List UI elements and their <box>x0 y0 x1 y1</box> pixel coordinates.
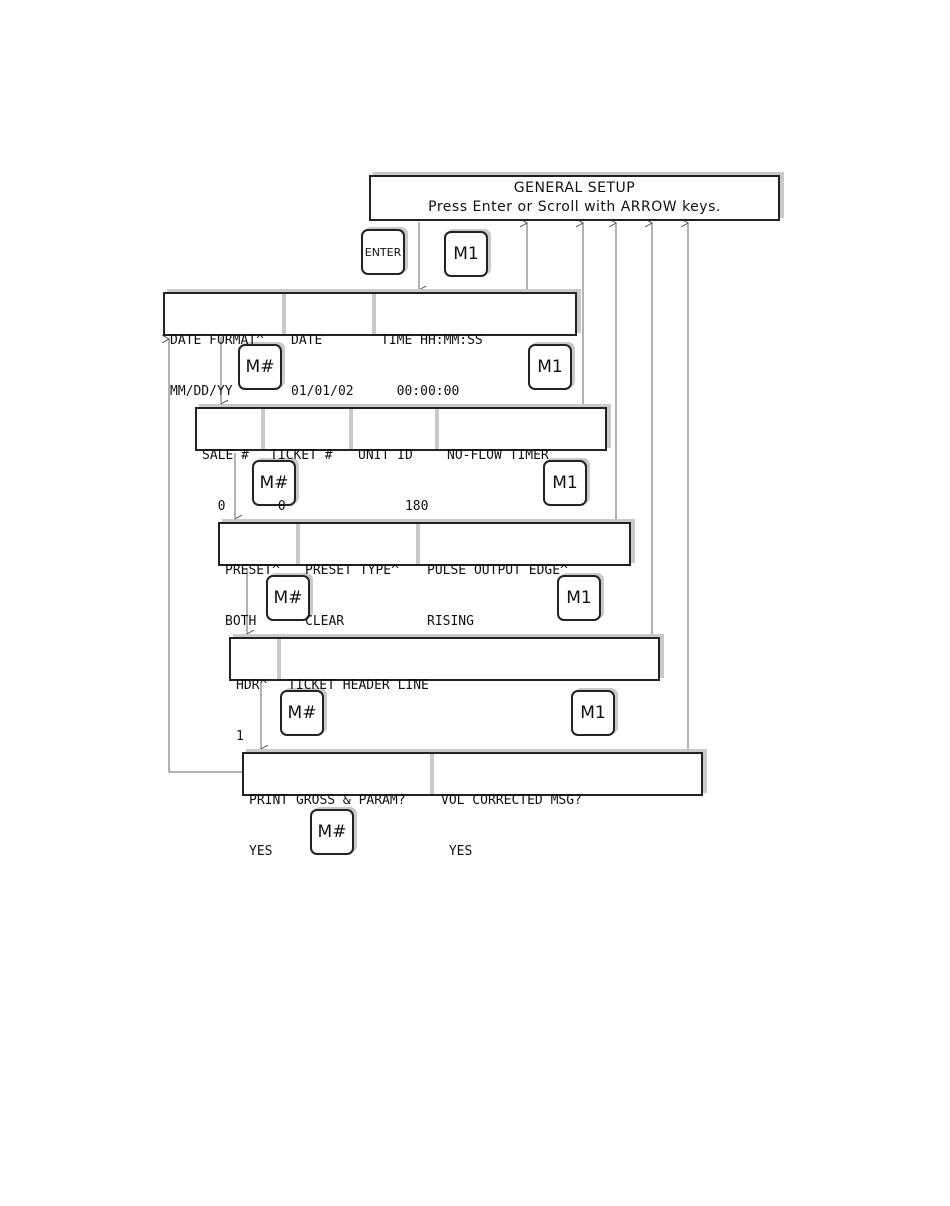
cell-time: TIME HH:MM:SS 00:00:00 <box>372 294 575 399</box>
cell-label: PRINT GROSS & PARAM? <box>249 793 406 808</box>
mhash-key-sale[interactable]: M# <box>252 460 296 506</box>
m1-key-header[interactable]: M1 <box>444 231 488 277</box>
cell-value: MM/DD/YY <box>170 384 233 399</box>
header-subtitle: Press Enter or Scroll with ARROW keys. <box>428 199 721 215</box>
m1-key-hdr[interactable]: M1 <box>571 690 615 736</box>
mhash-key-preset[interactable]: M# <box>266 575 310 621</box>
m1-key-sale[interactable]: M1 <box>543 460 587 506</box>
screen-date: DATE FORMAT^ MM/DD/YY DATE 01/01/02 TIME… <box>163 292 577 399</box>
cell-value: 01/01/02 <box>291 384 354 399</box>
cell-ticket-header-line: TICKET HEADER LINE <box>277 639 658 693</box>
cell-label: PRESET^ <box>225 563 280 578</box>
mhash-key-date[interactable]: M# <box>238 344 282 390</box>
cell-date: DATE 01/01/02 <box>282 294 372 399</box>
cell-value: 00:00:00 <box>381 384 460 399</box>
m1-key-preset[interactable]: M1 <box>557 575 601 621</box>
cell-label: TICKET # <box>270 448 333 463</box>
cell-label: UNIT ID <box>358 448 413 463</box>
cell-value: CLEAR <box>305 614 345 629</box>
cell-label: TICKET HEADER LINE <box>288 678 429 693</box>
cell-value: 1 <box>236 729 244 744</box>
cell-label: DATE <box>291 333 323 348</box>
cell-preset: PRESET^ BOTH <box>220 524 296 629</box>
mhash-key-print[interactable]: M# <box>310 809 354 855</box>
cell-hdr: HDR^ 1 <box>231 639 277 744</box>
general-setup-header: GENERAL SETUP Press Enter or Scroll with… <box>369 175 780 221</box>
cell-label: SALE # <box>202 448 249 463</box>
cell-sale-number: SALE # 0 <box>197 409 261 514</box>
cell-value: YES <box>249 844 273 859</box>
cell-value: 0 <box>202 499 226 514</box>
screen-preset: PRESET^ BOTH PRESET TYPE^ CLEAR PULSE OU… <box>218 522 631 629</box>
cell-label: NO-FLOW TIMER <box>447 448 549 463</box>
screen-sale: SALE # 0 TICKET # 0 UNIT ID 180 NO-FLOW … <box>195 407 607 514</box>
cell-label: DATE FORMAT^ <box>170 333 264 348</box>
header-title: GENERAL SETUP <box>513 180 636 196</box>
cell-label: TIME HH:MM:SS <box>381 333 483 348</box>
cell-value: 180 <box>358 499 429 514</box>
cell-ticket-number: TICKET # 0 <box>261 409 349 514</box>
cell-label: PRESET TYPE^ <box>305 563 399 578</box>
cell-label: VOL CORRECTED MSG? <box>441 793 582 808</box>
cell-print-gross: PRINT GROSS & PARAM? YES <box>244 754 430 859</box>
screen-ticket-header: HDR^ 1 TICKET HEADER LINE <box>229 637 660 744</box>
cell-date-format: DATE FORMAT^ MM/DD/YY <box>165 294 282 399</box>
cell-unit-id: UNIT ID 180 <box>349 409 435 514</box>
mhash-key-hdr[interactable]: M# <box>280 690 324 736</box>
cell-vol-corrected-msg: VOL CORRECTED MSG? YES <box>430 754 701 859</box>
cell-no-flow-timer: NO-FLOW TIMER <box>435 409 605 463</box>
cell-label: HDR^ <box>236 678 268 693</box>
m1-key-date[interactable]: M1 <box>528 344 572 390</box>
enter-key[interactable]: ENTER <box>361 229 405 275</box>
cell-preset-type: PRESET TYPE^ CLEAR <box>296 524 416 629</box>
cell-value: 0 <box>270 499 286 514</box>
cell-value: BOTH <box>225 614 257 629</box>
cell-value: RISING <box>427 614 474 629</box>
screen-print: PRINT GROSS & PARAM? YES VOL CORRECTED M… <box>242 752 703 859</box>
cell-pulse-output-edge: PULSE OUTPUT EDGE^ RISING <box>416 524 629 629</box>
cell-label: PULSE OUTPUT EDGE^ <box>427 563 568 578</box>
cell-value: YES <box>441 844 473 859</box>
